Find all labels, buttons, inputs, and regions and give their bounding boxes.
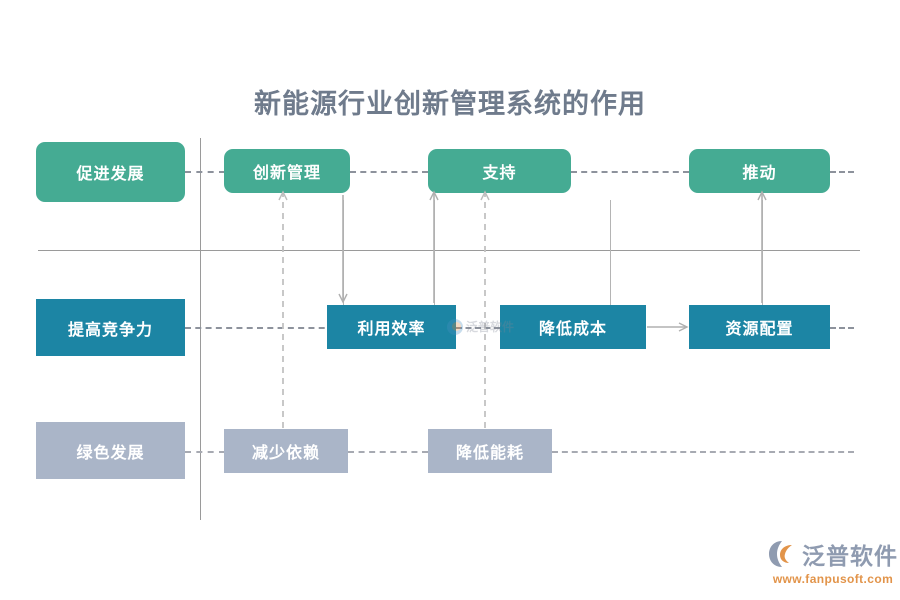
category-box-row1[interactable]: 促进发展 bbox=[36, 142, 185, 202]
brand-url: www.fanpusoft.com bbox=[772, 572, 894, 586]
column-guide-5 bbox=[762, 200, 763, 305]
brand-logo-row: 泛普软件 bbox=[768, 537, 898, 571]
link-resource-to-edge bbox=[830, 327, 854, 329]
node-box-drive[interactable]: 推动 bbox=[689, 149, 830, 193]
brand-logo: 泛普软件 www.fanpusoft.com bbox=[768, 537, 898, 586]
link-dependency-to-energy bbox=[348, 451, 428, 453]
page-title: 新能源行业创新管理系统的作用 bbox=[254, 89, 646, 119]
category-box-row3[interactable]: 绿色发展 bbox=[36, 422, 185, 479]
category-box-row2[interactable]: 提高竞争力 bbox=[36, 299, 185, 356]
link-drive-to-edge bbox=[830, 171, 854, 173]
column-guide-2 bbox=[343, 200, 344, 320]
link-energy-to-edge bbox=[552, 451, 854, 453]
link-innovation-to-support bbox=[350, 171, 428, 173]
fanpu-logo-icon bbox=[768, 539, 798, 569]
link-promote-to-innovation bbox=[185, 171, 225, 173]
node-box-support[interactable]: 支持 bbox=[428, 149, 571, 193]
node-box-innovation-management[interactable]: 创新管理 bbox=[224, 149, 350, 193]
column-guide-4 bbox=[610, 200, 611, 305]
node-box-reduce-cost[interactable]: 降低成本 bbox=[500, 305, 646, 349]
link-efficiency-to-cost bbox=[456, 327, 500, 329]
section-divider bbox=[38, 250, 860, 251]
node-box-reduce-energy[interactable]: 降低能耗 bbox=[428, 429, 552, 473]
node-box-utilization-efficiency[interactable]: 利用效率 bbox=[327, 305, 456, 349]
link-green-to-reduce-dependency bbox=[185, 451, 225, 453]
link-support-to-drive bbox=[571, 171, 689, 173]
column-guide-3 bbox=[434, 200, 435, 305]
node-box-reduce-dependency[interactable]: 减少依赖 bbox=[224, 429, 348, 473]
link-competitiveness-to-efficiency bbox=[185, 327, 335, 329]
brand-name: 泛普软件 bbox=[802, 543, 898, 569]
node-box-resource-allocation[interactable]: 资源配置 bbox=[689, 305, 830, 349]
column-guide-1 bbox=[200, 138, 201, 520]
